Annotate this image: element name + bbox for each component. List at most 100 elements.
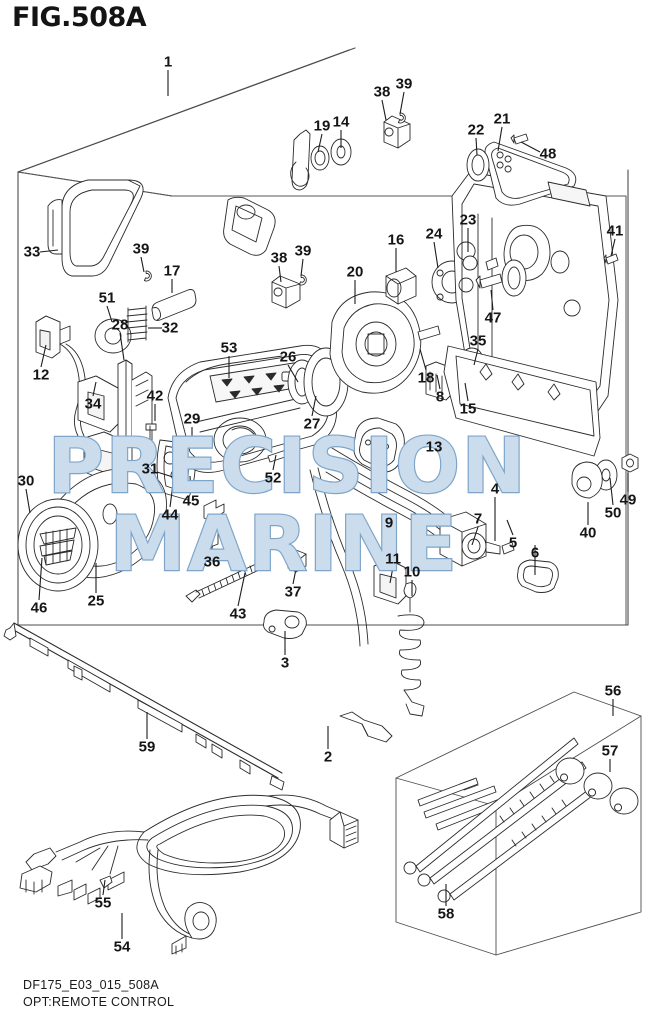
leader-line-51 — [106, 305, 113, 323]
leader-line-5 — [506, 519, 514, 536]
callout-42: 42 — [146, 387, 164, 405]
callout-36: 36 — [203, 553, 221, 571]
part-38-bracket-a — [383, 115, 411, 149]
leader-line-30 — [25, 488, 31, 514]
callout-10: 10 — [403, 563, 421, 581]
part-34-switch — [77, 375, 119, 433]
part-5-grommet — [501, 541, 515, 555]
callout-53: 53 — [220, 339, 238, 357]
callout-54: 54 — [113, 938, 131, 956]
footer-code: DF175_E03_015_508A — [23, 978, 160, 992]
callout-58: 58 — [437, 905, 455, 923]
part-42-screw — [145, 423, 157, 453]
leader-line-38 — [381, 99, 387, 121]
callout-44: 44 — [161, 506, 179, 524]
leader-line-38 — [278, 265, 282, 283]
part-53-boss — [213, 417, 267, 463]
callout-32: 32 — [161, 319, 179, 337]
leader-line-31 — [156, 471, 177, 479]
part-48-screw — [510, 133, 529, 145]
callout-39: 39 — [294, 242, 312, 260]
callout-22: 22 — [467, 121, 485, 139]
part-40-grommet — [571, 461, 603, 499]
leader-line-28 — [119, 332, 125, 361]
callout-30: 30 — [17, 472, 35, 490]
part-19-lever — [290, 129, 311, 191]
callout-28: 28 — [111, 316, 129, 334]
callout-34: 34 — [84, 395, 102, 413]
cable-bundle — [325, 447, 453, 545]
leader-line-50 — [609, 477, 614, 506]
callout-56: 56 — [604, 682, 622, 700]
callout-29: 29 — [183, 410, 201, 428]
leader-line-8 — [436, 374, 441, 390]
callout-11: 11 — [385, 550, 401, 568]
callout-5: 5 — [508, 534, 518, 552]
part-3-lanyard-plate — [263, 609, 307, 639]
callout-25: 25 — [87, 592, 105, 610]
callout-39: 39 — [395, 75, 413, 93]
leader-line-47 — [490, 289, 494, 311]
callout-19: 19 — [313, 117, 331, 135]
callout-55: 55 — [94, 894, 112, 912]
part-49-nut — [621, 453, 639, 473]
callout-1: 1 — [163, 53, 173, 71]
callout-38: 38 — [270, 249, 288, 267]
leader-line-26 — [287, 364, 299, 383]
callout-24: 24 — [425, 225, 443, 243]
part-12-switch — [35, 315, 71, 359]
callout-2: 2 — [323, 748, 333, 766]
callout-9: 9 — [384, 514, 394, 532]
part-16-shaft — [385, 267, 417, 305]
housing-rail — [443, 345, 601, 457]
callout-38: 38 — [373, 83, 391, 101]
part-2-cable — [339, 711, 393, 743]
callout-45: 45 — [182, 492, 200, 510]
part-54-harness — [19, 794, 359, 955]
leader-line-18 — [419, 348, 427, 371]
part-37-clip — [287, 549, 307, 573]
callout-51: 51 — [98, 289, 116, 307]
leader-line-48 — [520, 141, 541, 153]
leader-line-45 — [189, 475, 192, 494]
callout-15: 15 — [459, 400, 477, 418]
part-18-pin — [417, 325, 441, 341]
detail-parts-23 — [462, 255, 499, 271]
leader-line-34 — [92, 381, 97, 397]
callout-26: 26 — [279, 348, 297, 366]
leader-line-27 — [311, 395, 317, 417]
callout-47: 47 — [484, 309, 502, 327]
leader-line-41 — [610, 238, 616, 257]
leader-line-33 — [39, 249, 59, 253]
leader-line-12 — [40, 344, 47, 368]
callout-7: 7 — [473, 510, 483, 528]
callout-43: 43 — [229, 605, 247, 623]
callout-8: 8 — [435, 388, 445, 406]
callout-40: 40 — [579, 524, 597, 542]
callout-31: 31 — [141, 460, 159, 478]
callout-14: 14 — [332, 113, 350, 131]
leader-line-24 — [433, 241, 439, 269]
leader-line-37 — [292, 563, 298, 585]
leader-line-39 — [399, 91, 405, 115]
leader-line-15 — [464, 382, 469, 402]
callout-17: 17 — [163, 262, 181, 280]
part-52-pin — [267, 449, 289, 463]
part-20-upper-bracket — [223, 196, 276, 256]
leader-line-39 — [140, 256, 145, 273]
part-26b-bushing — [501, 259, 527, 297]
part-43-screw — [185, 563, 260, 603]
callout-12: 12 — [32, 366, 50, 384]
callout-39: 39 — [132, 240, 150, 258]
leader-line-52 — [272, 454, 277, 471]
leader-line-19 — [317, 133, 323, 153]
part-41-screw — [603, 253, 619, 265]
callout-3: 3 — [280, 654, 290, 672]
leader-line-11 — [389, 566, 394, 584]
callout-13: 13 — [425, 438, 443, 456]
callout-59: 59 — [138, 738, 156, 756]
leader-line-46 — [38, 557, 43, 601]
part-56-kit-box — [395, 691, 642, 956]
leader-line-22 — [475, 137, 478, 156]
leader-line-13 — [403, 446, 427, 450]
